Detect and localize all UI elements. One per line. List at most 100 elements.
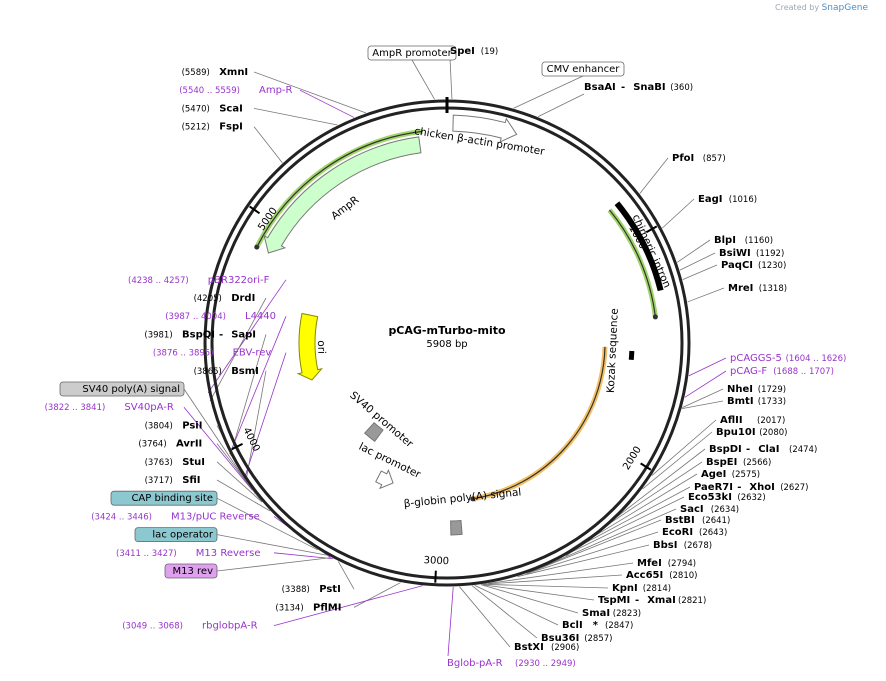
leader-line	[488, 562, 634, 584]
site-label: EcoRI(2643)	[662, 527, 727, 538]
label-num: (3876 .. 3895)	[153, 349, 214, 359]
site-label: (3764)AvrII	[138, 439, 202, 450]
leader-line	[230, 334, 267, 456]
tick-mark	[434, 570, 437, 583]
leader-line	[253, 71, 366, 114]
label-name: AflII	[720, 415, 743, 426]
leader-line	[537, 93, 585, 118]
label-sep: -	[635, 595, 639, 606]
feature-callout: AmpR promoter	[372, 48, 452, 59]
label-num: (2632)	[737, 493, 765, 503]
label-num: (3717)	[145, 476, 173, 486]
site-label: SmaI(2823)	[582, 608, 641, 619]
label-name: BstBI	[665, 515, 695, 526]
label-num: (2641)	[702, 516, 730, 526]
label-name: pCAG-F	[730, 366, 767, 377]
leader-line	[183, 388, 249, 485]
leader-line	[661, 198, 695, 229]
label-name: BmtI	[727, 396, 754, 407]
site-label: PaqCI(1230)	[721, 260, 786, 271]
site-label: CMV enhancer	[541, 61, 625, 77]
label-num: (2930 .. 2949)	[515, 659, 576, 669]
label-name: SacI	[680, 504, 704, 515]
leader-line	[299, 89, 355, 118]
site-label: BsaAI-SnaBI(360)	[584, 82, 693, 93]
site-label: (5540 .. 5559)Amp-R	[179, 85, 292, 96]
label-name: StuI	[182, 457, 205, 468]
feature-arcs	[254, 128, 658, 502]
label-name: Bsu36I	[541, 633, 579, 644]
callout-box	[367, 45, 457, 61]
label-num: (3049 .. 3068)	[122, 622, 183, 632]
label-name: FspI	[219, 122, 243, 133]
site-label: Bpu10I(2080)	[716, 427, 787, 438]
site-label: BspEI (2566)	[706, 457, 771, 468]
label-num: (4205)	[194, 294, 222, 304]
site-label: MfeI (2794)	[637, 558, 696, 569]
arc-core	[472, 346, 606, 500]
label-sep: -	[621, 82, 625, 93]
label-num: (3822 .. 3841)	[45, 403, 106, 413]
site-label: (3865)BsmI	[194, 366, 259, 377]
label-num: (2794)	[668, 559, 696, 569]
label-num: (3411 .. 3427)	[116, 549, 177, 559]
label-num: (2017)	[757, 416, 785, 426]
label-name: DrdI	[231, 293, 255, 304]
site-label: BsiWI(1192)	[719, 248, 784, 259]
feature-chicken-actin-promoter	[452, 114, 518, 143]
leader-line	[243, 352, 287, 479]
leader-line	[677, 239, 711, 263]
site-label: CAP binding site	[110, 490, 218, 506]
label-name: EBV-rev	[233, 348, 272, 359]
label-name: pBR322ori-F	[208, 275, 270, 286]
site-label: TspMI-XmaI(2821)	[598, 595, 706, 606]
tick-mark	[640, 462, 652, 471]
leader-line	[682, 388, 724, 408]
site-label: (3717)SfiI	[145, 475, 201, 486]
site-label: NheI(1729)	[727, 384, 786, 395]
label-num: (1729)	[758, 385, 786, 395]
site-label: (5212) FspI	[182, 122, 243, 133]
leader-line	[216, 497, 318, 551]
site-label: Eco53kI(2632)	[688, 492, 766, 503]
feature-label: β-globin poly(A) signal	[403, 486, 522, 510]
label-num: (2080)	[759, 428, 787, 438]
leader-line	[687, 287, 725, 303]
label-num: (5589)	[182, 68, 210, 78]
leader-line	[681, 400, 724, 410]
leader-line	[651, 419, 717, 476]
leader-line	[459, 586, 511, 648]
label-name: pCAGGS-5	[730, 353, 782, 364]
site-label: (4205) DrdI	[194, 293, 256, 304]
feature-callout: lac operator	[152, 530, 213, 541]
label-name: MfeI	[637, 558, 662, 569]
label-num: (5212)	[182, 123, 210, 133]
leader-line	[183, 406, 253, 491]
label-name: BspEI	[706, 457, 737, 468]
label-name: MreI	[728, 283, 753, 294]
label-sep: -	[219, 329, 223, 340]
plasmid-name: pCAG-mTurbo-mito	[388, 324, 506, 337]
feature-ori	[296, 312, 323, 381]
label-num: (1688 .. 1707)	[773, 367, 834, 377]
label-num: (5470)	[182, 104, 210, 114]
site-labels: (5589)XmnI(5540 .. 5559)Amp-R(5470)ScaI(…	[45, 45, 846, 669]
site-label: (3981)BspQI-SapI	[144, 329, 256, 340]
label-name: ScaI	[219, 103, 243, 114]
site-label: (5589)XmnI	[182, 67, 249, 78]
label-name: M13/pUC Reverse	[171, 511, 260, 522]
label-num: (2857)	[584, 634, 612, 644]
site-label: (3049 .. 3068)rbglobpA-R	[122, 621, 257, 632]
arc-core	[609, 209, 656, 318]
leader-line	[528, 508, 677, 574]
arc-arrowhead	[470, 496, 476, 502]
label-num: (3388)	[282, 585, 310, 595]
label-num: (2566)	[743, 458, 771, 468]
label-name2: XmaI	[647, 595, 676, 606]
site-label: Acc65I(2810)	[626, 570, 697, 581]
leader-line	[688, 357, 727, 377]
feature-callout: SV40 poly(A) signal	[82, 384, 180, 395]
leader-line	[245, 370, 267, 482]
site-label: (3424 .. 3446)M13/pUC Reverse	[91, 511, 260, 522]
site-label: (5470) ScaI	[182, 103, 243, 114]
